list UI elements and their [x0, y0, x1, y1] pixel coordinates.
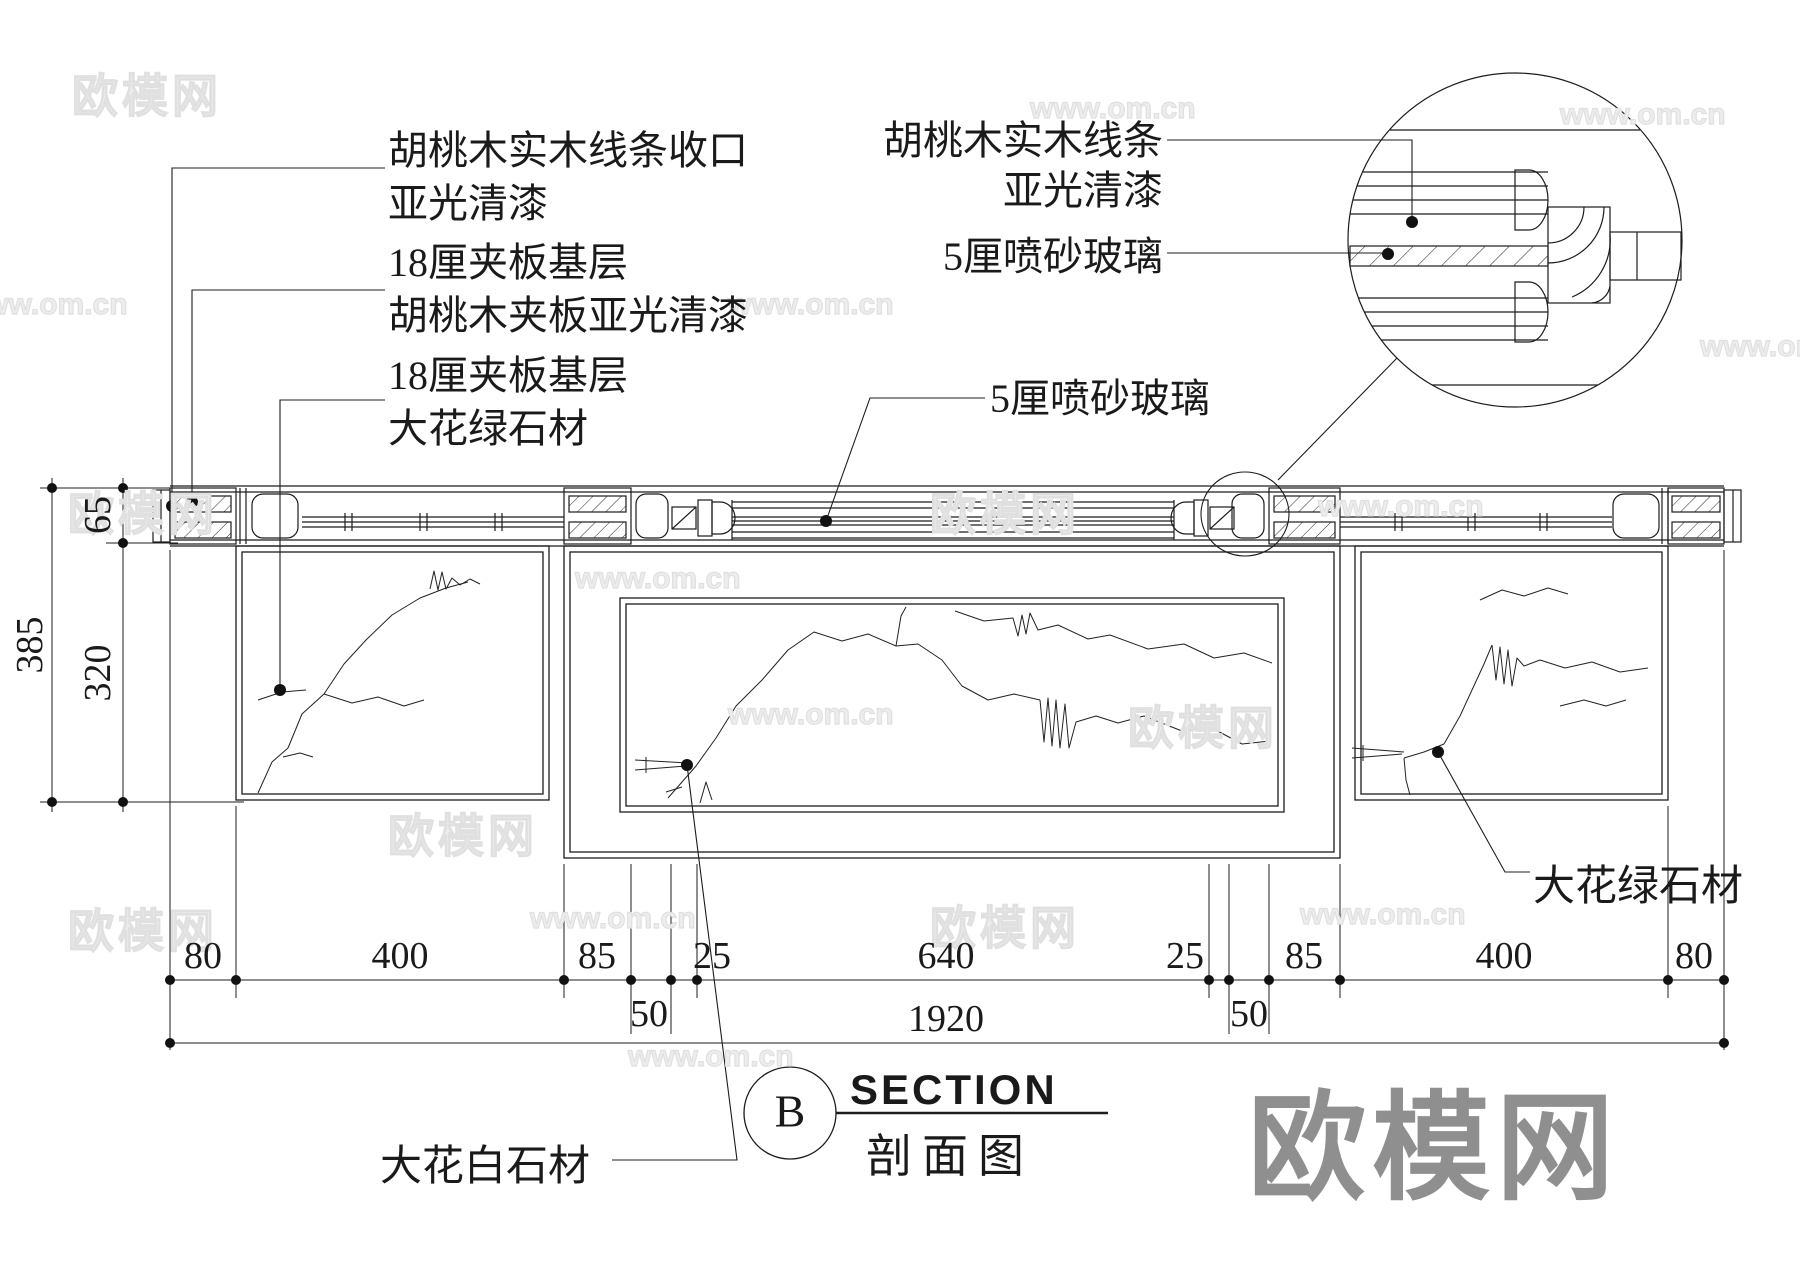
dim-385: 385: [9, 616, 51, 674]
watermark: www.om.cn: [727, 287, 894, 321]
watermark: 欧模网: [71, 70, 222, 122]
watermark: 欧模网: [387, 810, 538, 862]
watermark: www.om.cn: [1699, 329, 1800, 363]
left-marble-panel: [235, 545, 550, 801]
label-walnut-trim-closeout: 胡桃木实木线条收口: [388, 128, 748, 173]
conn-right: [1209, 506, 1235, 530]
title-block-lines: [743, 1066, 1108, 1160]
wood-block-a: [169, 487, 237, 545]
watermark: www.om.cn: [727, 697, 894, 731]
glass-strip: [731, 500, 1175, 540]
dim-320: 320: [77, 644, 119, 702]
detail-extension: [1609, 231, 1682, 281]
bullnose-upper: [1514, 169, 1549, 231]
label-plywood-base-1: 18厘夹板基层: [388, 240, 628, 285]
conn-left: [671, 506, 697, 530]
label-green-marble-right: 大花绿石材: [1533, 864, 1744, 910]
panels: [235, 545, 1669, 859]
site-logo: 欧模网: [1248, 1084, 1621, 1215]
watermark: www.om.cn: [529, 901, 696, 935]
label-sandblasted-glass-main: 5厘喷砂玻璃: [990, 376, 1210, 421]
detail-glass: [1349, 245, 1549, 267]
marble-veins: [257, 570, 1649, 804]
right-marble-panel: [1354, 545, 1669, 801]
wood-grain-block: [1547, 206, 1611, 304]
label-white-marble: 大花白石材: [380, 1144, 591, 1190]
bullnose-lower: [1514, 281, 1549, 343]
section-title-en: SECTION: [850, 1066, 1058, 1113]
section-title-cn: 剖面图: [866, 1131, 1034, 1182]
dim-85-l: 85: [578, 935, 616, 977]
label-walnut-solid-trim: 胡桃木实木线条: [883, 118, 1163, 163]
label-green-marble-top: 大花绿石材: [388, 406, 588, 451]
dim-25-l: 25: [693, 935, 731, 977]
bracket-right: [1231, 493, 1265, 539]
watermark: www.om.cn: [1317, 489, 1484, 523]
dim-50-r: 50: [1230, 993, 1268, 1035]
wood-block-b: [563, 487, 632, 545]
detail-circle: [1347, 72, 1683, 408]
watermark: www.om.cn: [1559, 97, 1726, 131]
central-unit: [563, 545, 1341, 859]
glass-end-left: [697, 499, 736, 537]
dim-80-l: 80: [184, 935, 222, 977]
watermark: www.om.cn: [0, 287, 128, 321]
left-run: [302, 513, 564, 531]
watermark: www.om.cn: [627, 1039, 794, 1073]
bottom-dim-dots: [165, 975, 1729, 1048]
left-dimensions: [40, 478, 244, 812]
watermark: 欧模网: [929, 902, 1080, 954]
watermark: 欧模网: [1127, 702, 1278, 754]
left-dim-dots: [47, 483, 128, 807]
wood-block-c: [1268, 487, 1341, 545]
dim-65: 65: [77, 496, 119, 534]
watermark: www.om.cn: [1299, 897, 1466, 931]
label-walnut-plywood-lacquer: 胡桃木夹板亚光清漆: [388, 293, 748, 338]
dim-400-r: 400: [1475, 935, 1533, 977]
dim-640: 640: [917, 935, 975, 977]
dim-1920: 1920: [908, 998, 984, 1040]
trim-profile-right: [1612, 493, 1660, 539]
dim-50-l: 50: [630, 993, 668, 1035]
dim-400-l: 400: [371, 935, 429, 977]
watermark: 欧模网: [929, 488, 1080, 540]
section-bubble-letter: B: [774, 1085, 806, 1137]
watermark: 欧模网: [67, 488, 218, 540]
label-matte-lacquer-2: 亚光清漆: [1003, 168, 1163, 213]
watermark: www.om.cn: [574, 561, 741, 595]
right-run: [1340, 513, 1612, 531]
watermark: www.om.cn: [1029, 91, 1196, 125]
bracket-left: [635, 493, 669, 539]
leaders: [171, 139, 1530, 1161]
label-plywood-base-2: 18厘夹板基层: [388, 353, 628, 398]
watermark: 欧模网: [67, 905, 218, 957]
wood-block-d: [1667, 487, 1725, 545]
trim-profile-left: [251, 493, 299, 539]
dim-85-r: 85: [1285, 935, 1323, 977]
detail-reference: [1200, 357, 1398, 557]
dim-80-r: 80: [1675, 935, 1713, 977]
glass-end-right: [1170, 499, 1209, 537]
dim-25-r: 25: [1166, 935, 1204, 977]
leader-dots: [166, 216, 1444, 771]
label-sandblasted-glass-detail: 5厘喷砂玻璃: [943, 234, 1163, 279]
top-rail-band: [152, 485, 1742, 547]
label-matte-lacquer-1: 亚光清漆: [388, 181, 548, 226]
bottom-dimensions: [169, 550, 1725, 1050]
